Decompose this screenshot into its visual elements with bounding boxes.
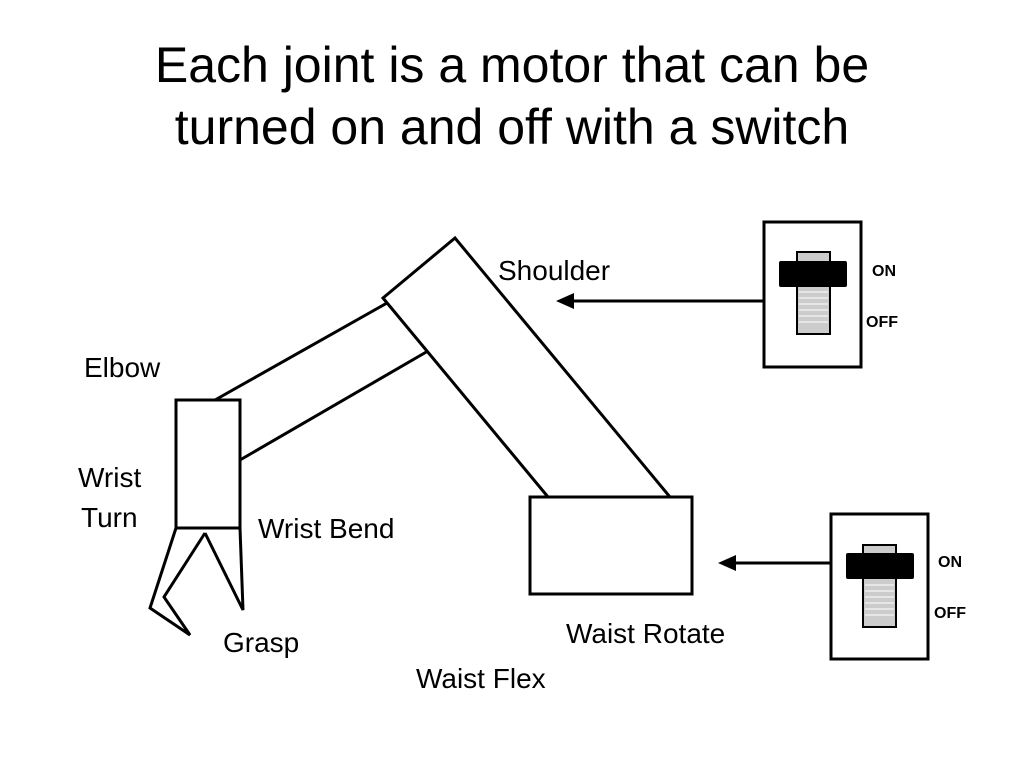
label-grasp: Grasp [223, 627, 299, 658]
slide-title: Each joint is a motor that can be turned… [0, 34, 1024, 158]
label-wrist-turn-line-1: Wrist [78, 462, 141, 493]
switch-on-label: ON [938, 554, 962, 571]
switch-off-label: OFF [866, 314, 898, 331]
title-line-2: turned on and off with a switch [174, 99, 850, 155]
switch-toggle[interactable] [779, 261, 847, 287]
label-elbow: Elbow [84, 352, 161, 383]
gripper-left-finger [148, 527, 207, 637]
forearm-bottom-edge [239, 349, 429, 462]
waist-base [528, 495, 694, 596]
label-waist-flex: Waist Flex [416, 663, 546, 694]
shoulder-switch[interactable]: ON OFF [762, 220, 898, 369]
waist-arrowhead [718, 555, 736, 571]
label-shoulder: Shoulder [498, 255, 610, 286]
label-waist-rotate: Waist Rotate [566, 618, 725, 649]
label-wrist-bend: Wrist Bend [258, 513, 394, 544]
gripper-right-finger [203, 527, 245, 611]
switch-on-label: ON [872, 263, 896, 280]
title-line-1: Each joint is a motor that can be [154, 37, 870, 93]
wrist-block [174, 398, 242, 530]
forearm-top-edge [214, 301, 388, 402]
switch-shaft-ridges [865, 584, 894, 616]
label-wrist-turn-line-2: Turn [81, 502, 138, 533]
switch-shaft-ridges [799, 291, 828, 323]
switch-toggle[interactable] [846, 553, 914, 579]
shoulder-arrowhead [556, 293, 574, 309]
switch-off-label: OFF [934, 605, 966, 622]
waist-switch[interactable]: ON OFF [829, 512, 966, 661]
